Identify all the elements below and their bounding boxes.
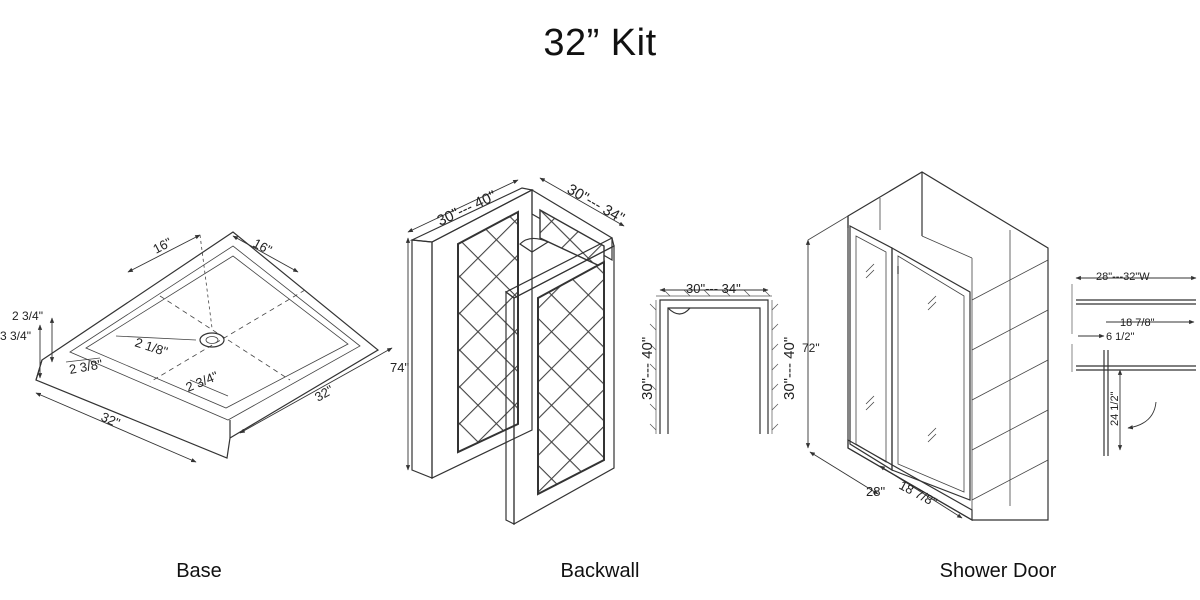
backwall-drawing: 74" 30"--- 40" 30"--- 34" xyxy=(390,177,798,526)
door-dim-depth: 28" xyxy=(866,484,885,499)
door-dim-opening: 18 7/8" xyxy=(897,477,940,510)
wall-tiles xyxy=(879,198,1049,520)
plan-shelf-icon xyxy=(667,307,691,315)
base-caption: Base xyxy=(176,560,222,582)
backwall-dim-right: 30"--- 34" xyxy=(564,181,627,227)
backwall-plan: 30"--- 34" 30"--- 40" 30"--- 40" xyxy=(639,281,798,434)
base-dim-height-b: 3 3/4" xyxy=(0,329,31,343)
backwall-plan-right: 30"--- 40" xyxy=(781,337,798,400)
door-plan-width: 28"---32"W xyxy=(1096,271,1150,283)
swing-arrow-icon xyxy=(1127,401,1157,430)
base-dim-width-right: 32" xyxy=(312,382,336,405)
base-dim-top-left: 16" xyxy=(150,234,174,256)
door-plan: 28"---32"W 18 7/8" 6 1/2" 24 1/2" xyxy=(1071,271,1197,456)
backwall-dim-height: 74" xyxy=(390,360,409,375)
door-plan-swing: 24 1/2" xyxy=(1109,391,1121,426)
base-tray-outline xyxy=(35,231,380,459)
drain-icon xyxy=(199,332,225,348)
door-plan-opening: 18 7/8" xyxy=(1120,317,1155,329)
backwall-left-panel xyxy=(411,239,433,479)
door-plan-offset: 6 1/2" xyxy=(1106,331,1134,343)
door-dim-height: 72" xyxy=(802,341,820,355)
door-drawing: 72" 28" 18 7/8" 28"---32"W 18 7/8" 6 1/2… xyxy=(802,171,1197,522)
base-drawing: 16" 16" 2 3/4" 3 3/4" 2 1/8" 2 3/8" 2 3/… xyxy=(0,231,393,463)
page-title: 32” Kit xyxy=(543,22,657,64)
door-caption: Shower Door xyxy=(939,560,1057,582)
backwall-caption: Backwall xyxy=(560,560,640,582)
base-dim-lip-left: 2 3/8" xyxy=(68,356,104,377)
backwall-plan-left: 30"--- 40" xyxy=(639,337,656,400)
base-dim-width-left: 32" xyxy=(99,409,123,431)
base-dim-top-right: 16" xyxy=(251,235,275,257)
backwall-plan-width: 30"--- 34" xyxy=(686,281,741,296)
door-swing-panel xyxy=(891,246,971,501)
base-dim-height-a: 2 3/4" xyxy=(12,309,43,323)
